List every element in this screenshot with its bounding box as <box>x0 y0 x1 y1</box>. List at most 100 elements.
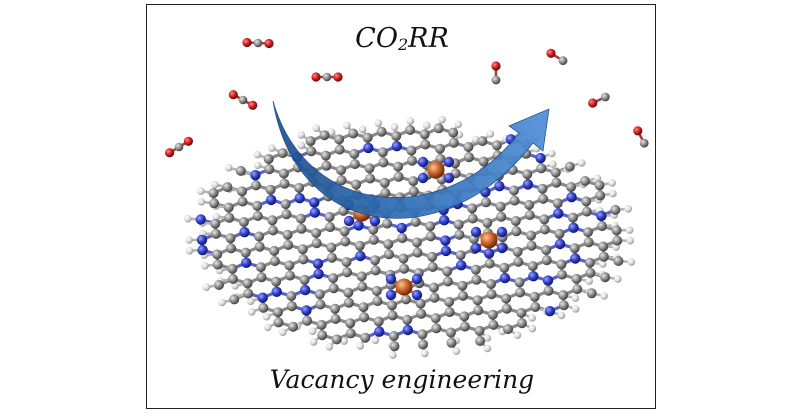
carbon-atom <box>581 206 592 217</box>
carbon-atom <box>473 305 484 316</box>
nitrogen-atom <box>522 179 534 190</box>
figure-frame: CO2RR Vacancy engineering <box>146 4 656 409</box>
title-rr: RR <box>408 23 449 54</box>
carbon-atom <box>174 142 184 152</box>
carbon-atom <box>286 301 297 312</box>
carbon-atom <box>255 262 266 273</box>
nitrogen-atom <box>309 197 320 208</box>
co2-molecules <box>165 37 649 158</box>
reaction-arrow <box>272 100 550 219</box>
carbon-atom <box>224 212 235 223</box>
carbon-atom <box>365 173 376 184</box>
carbon-atom <box>387 310 398 321</box>
carbon-atom <box>277 148 288 159</box>
hydrogen-atom <box>343 121 351 130</box>
carbon-atom <box>566 182 576 192</box>
carbon-atom <box>251 180 261 191</box>
nitrogen-atom <box>343 215 355 227</box>
title-subscript: 2 <box>397 35 409 54</box>
carbon-atom <box>399 263 410 274</box>
carbon-atom <box>536 163 547 174</box>
carbon-atom <box>298 254 309 265</box>
nitrogen-atom <box>301 305 312 316</box>
carbon-atom <box>269 256 280 267</box>
carbon-atom <box>336 165 346 176</box>
carbon-atom <box>569 243 580 254</box>
carbon-atom <box>264 164 275 175</box>
hydrogen-atom <box>309 338 318 346</box>
carbon-atom <box>285 270 295 281</box>
hydrogen-atom <box>438 115 446 124</box>
nitrogen-atom <box>528 271 539 282</box>
carbon-atom <box>322 72 332 82</box>
carbon-atom <box>459 311 470 322</box>
carbon-atom <box>415 298 426 309</box>
carbon-atom <box>295 213 306 224</box>
carbon-atom <box>321 160 332 171</box>
carbon-atom <box>511 226 522 237</box>
nitrogen-atom <box>417 172 429 184</box>
oxygen-atom <box>228 90 238 100</box>
carbon-atom <box>584 257 595 268</box>
carbon-atom <box>371 285 382 296</box>
carbon-atom <box>377 147 388 158</box>
hydrogen-atom <box>608 179 616 187</box>
hydrogen-atom <box>548 149 556 158</box>
carbon-atom <box>339 226 350 237</box>
hydrogen-atom <box>262 312 271 321</box>
carbon-atom <box>388 331 399 341</box>
carbon-atom <box>401 294 411 305</box>
nitrogen-atom <box>417 156 429 168</box>
carbon-atom <box>526 230 536 241</box>
carbon-atom <box>416 308 427 319</box>
carbon-atom <box>383 239 394 250</box>
carbon-atom <box>530 302 541 312</box>
figure-caption: Vacancy engineering <box>269 365 535 394</box>
nitrogen-atom <box>309 207 321 218</box>
hydrogen-atom <box>625 226 634 234</box>
carbon-atom <box>583 237 594 248</box>
carbon-atom <box>328 273 339 284</box>
hydrogen-atom <box>218 298 226 307</box>
hydrogen-atom <box>212 213 221 221</box>
nitrogen-atom <box>566 192 577 203</box>
carbon-atom <box>348 128 359 139</box>
carbon-atom <box>349 159 360 170</box>
hydrogen-atom <box>268 144 276 152</box>
nitrogen-atom <box>542 275 554 286</box>
carbon-atom <box>379 177 390 188</box>
carbon-atom <box>539 224 550 235</box>
carbon-atom <box>336 175 347 186</box>
carbon-atom <box>510 216 521 226</box>
carbon-atom <box>252 200 263 211</box>
nitrogen-atom <box>374 326 385 337</box>
carbon-atom <box>538 193 549 204</box>
nitrogen-atom <box>443 156 455 168</box>
carbon-atom <box>481 197 491 208</box>
carbon-atom <box>541 245 552 255</box>
carbon-atom <box>384 249 394 260</box>
carbon-atom <box>351 179 362 190</box>
carbon-atom <box>410 216 421 227</box>
carbon-atom <box>448 137 459 148</box>
nitrogen-atom <box>196 234 208 246</box>
carbon-atom <box>611 225 622 236</box>
nitrogen-atom <box>470 226 482 238</box>
carbon-atom <box>418 339 428 350</box>
nitrogen-atom <box>440 235 451 246</box>
carbon-atom <box>586 288 597 299</box>
carbon-atom <box>302 315 313 326</box>
hydrogen-atom <box>297 131 306 139</box>
carbon-atom <box>491 140 502 151</box>
carbon-atom <box>334 134 345 145</box>
metal-atom <box>427 161 445 179</box>
carbon-atom <box>598 251 609 262</box>
hydrogen-atom <box>571 305 580 313</box>
carbon-atom <box>237 186 247 197</box>
carbon-atom <box>296 223 307 234</box>
nitrogen-atom <box>440 245 452 257</box>
carbon-atom <box>470 264 481 275</box>
hydrogen-atom <box>184 214 192 223</box>
nitrogen-atom <box>456 260 467 271</box>
carbon-atom <box>539 214 550 225</box>
